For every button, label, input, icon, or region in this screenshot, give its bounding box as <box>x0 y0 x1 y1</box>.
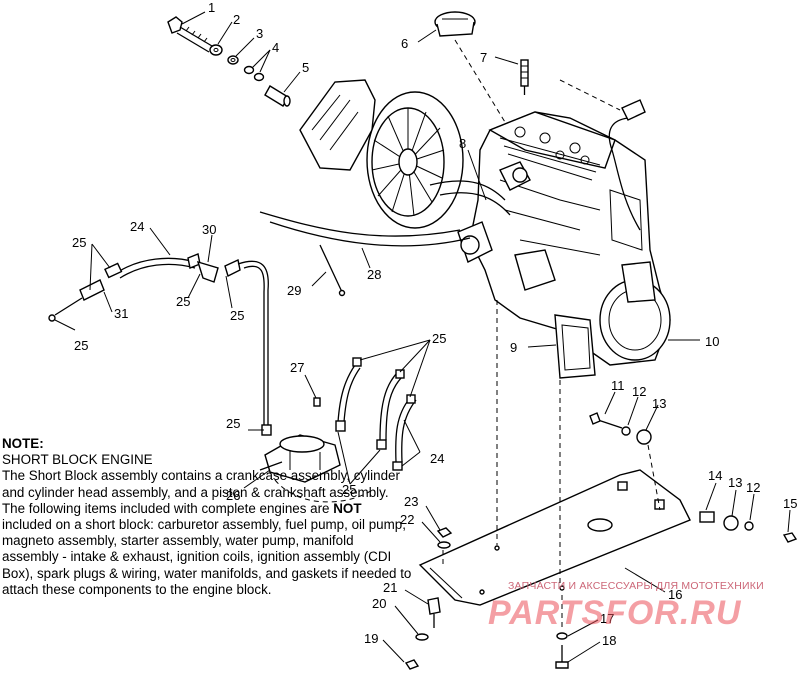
callout-28: 28 <box>367 267 381 282</box>
callout-2: 2 <box>233 12 240 27</box>
callout-26: 26 <box>226 488 240 503</box>
callout-21: 21 <box>383 580 397 595</box>
filler-cap <box>434 11 476 37</box>
callout-30: 30 <box>202 222 216 237</box>
spark-plug <box>520 59 529 95</box>
callout-labels: 1 2 3 4 5 6 7 8 9 10 11 12 13 14 13 12 1… <box>72 0 797 648</box>
callout-25-top-right: 25 <box>432 331 446 346</box>
callout-22: 22 <box>400 512 414 527</box>
callout-12-right: 12 <box>746 480 760 495</box>
callout-15: 15 <box>783 496 797 511</box>
callout-20: 20 <box>372 596 386 611</box>
note-body: The Short Block assembly contains a cran… <box>2 468 412 597</box>
callout-5: 5 <box>302 60 309 75</box>
callout-31: 31 <box>114 306 128 321</box>
callout-23: 23 <box>404 494 418 509</box>
callout-14: 14 <box>708 468 722 483</box>
callout-7: 7 <box>480 50 487 65</box>
callout-10: 10 <box>705 334 719 349</box>
watermark: ЗАПЧАСТИ И АКСЕССУАРЫ ДЛЯ МОТОТЕХНИКИ PA… <box>488 580 788 640</box>
callout-29: 29 <box>287 283 301 298</box>
callout-25-mid-left: 25 <box>176 294 190 309</box>
callout-24-mid: 24 <box>430 451 444 466</box>
rod-part <box>319 244 343 293</box>
pulse-hoses <box>313 357 417 471</box>
callout-12: 12 <box>632 384 646 399</box>
callout-25-bottom: 25 <box>342 482 356 497</box>
callout-8: 8 <box>459 136 466 151</box>
callout-18: 18 <box>602 633 616 648</box>
callout-13: 13 <box>652 396 666 411</box>
callout-24-left: 24 <box>130 219 144 234</box>
engine-block <box>457 111 671 379</box>
wire-harness <box>259 211 461 237</box>
callout-6: 6 <box>401 36 408 51</box>
watermark-caption: ЗАПЧАСТИ И АКСЕССУАРЫ ДЛЯ МОТОТЕХНИКИ <box>508 580 764 592</box>
bolt-part <box>167 16 213 53</box>
callout-25-top-left: 25 <box>72 235 86 250</box>
callout-13-right: 13 <box>728 475 742 490</box>
fuel-line-assembly <box>48 253 272 436</box>
washer-part <box>209 44 265 82</box>
fuel-pump <box>259 434 373 503</box>
callout-17: 17 <box>600 611 614 626</box>
plate-hardware <box>404 300 569 670</box>
callout-1: 1 <box>208 0 215 15</box>
callout-11: 11 <box>611 378 625 393</box>
callout-4: 4 <box>272 40 279 55</box>
mount-bolt-hardware <box>589 412 798 543</box>
sleeve-part <box>264 85 291 107</box>
callout-25-pump: 25 <box>226 416 240 431</box>
callout-27: 27 <box>290 360 304 375</box>
callout-3: 3 <box>256 26 263 41</box>
callout-19: 19 <box>364 631 378 646</box>
callout-25-mid: 25 <box>230 308 244 323</box>
ignition-wire <box>608 117 641 231</box>
note-heading: SHORT BLOCK ENGINE <box>2 452 153 468</box>
watermark-logo: PARTSFOR.RU <box>488 594 742 632</box>
callout-16: 16 <box>668 587 682 602</box>
short-block-note: NOTE: SHORT BLOCK ENGINE The Short Block… <box>2 436 412 598</box>
drive-clutch <box>299 79 464 229</box>
note-title: NOTE: <box>2 436 44 451</box>
note-emphasis: NOT <box>333 500 362 516</box>
callout-9: 9 <box>510 340 517 355</box>
mounting-plate <box>418 469 691 606</box>
callout-25-bottom-left: 25 <box>74 338 88 353</box>
leader-lines <box>54 11 791 663</box>
